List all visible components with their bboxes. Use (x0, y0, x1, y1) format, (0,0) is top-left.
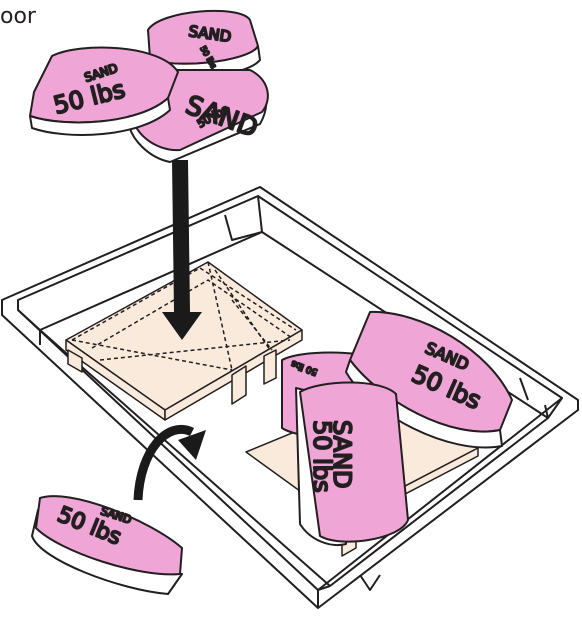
sand-bag-bottom-left: SAND 50 lbs (32, 496, 182, 594)
sand-bag-right-upright: SAND 50 lbs (296, 383, 408, 546)
bag-weight-label: 50 lbs (308, 420, 336, 493)
